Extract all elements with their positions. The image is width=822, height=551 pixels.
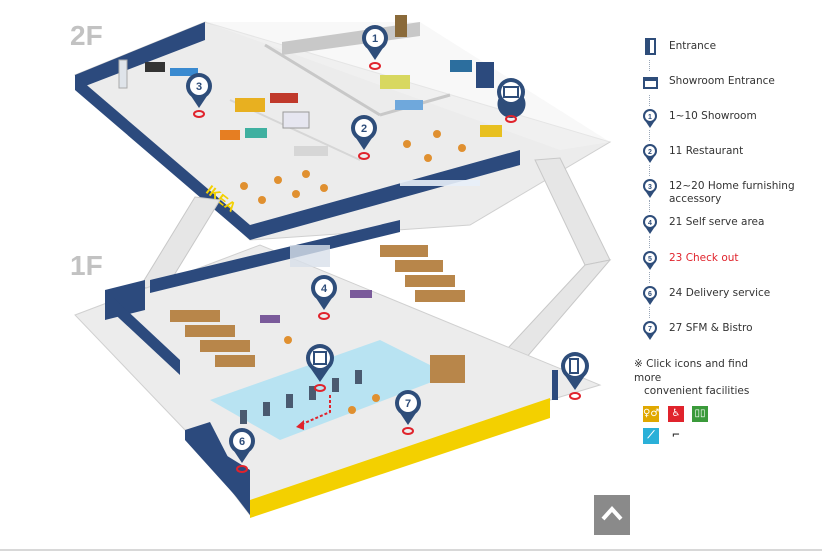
floor-label-2f: 2F xyxy=(70,20,103,51)
legend-item-3[interactable]: 3 12~20 Home furnishing accessory xyxy=(636,176,822,205)
map-checkout-icon[interactable] xyxy=(306,344,334,392)
legend-label: 1~10 Showroom xyxy=(669,110,757,122)
stairs-right-upper xyxy=(534,157,611,266)
floor-label-1f: 1F xyxy=(70,250,103,281)
legend-item-1[interactable]: 1 1~10 Showroom xyxy=(636,106,822,134)
elevator-icon[interactable]: ▯▯ xyxy=(692,406,708,422)
legend-connector xyxy=(649,60,652,71)
legend-label: 11 Restaurant xyxy=(669,145,744,157)
svg-text:5: 5 xyxy=(648,256,652,263)
legend-connector xyxy=(649,130,652,141)
legend-connector xyxy=(649,307,652,318)
restroom-icon[interactable]: ♀♂ xyxy=(643,406,659,422)
map-pin-label: 4 xyxy=(321,283,328,295)
note-line-1: ※ Click icons and find more xyxy=(634,358,749,384)
legend-connector xyxy=(649,272,652,283)
chevron-up-icon xyxy=(601,506,623,521)
stairs-icon[interactable]: ⌐ xyxy=(668,428,684,444)
legend-item-showroom-entrance[interactable]: Showroom Entrance xyxy=(636,71,822,99)
map-pin-label: 1 xyxy=(372,33,378,45)
pin-6-icon: 6 xyxy=(642,285,658,307)
map-pin-label: 2 xyxy=(361,123,367,135)
bottom-divider xyxy=(0,549,822,551)
map-pin-7[interactable]: 7 xyxy=(395,390,421,435)
legend-connector xyxy=(649,236,652,248)
legend-label: 12~20 Home furnishing accessory xyxy=(669,180,795,205)
pin-2-icon: 2 xyxy=(642,143,658,165)
legend-item-7[interactable]: 7 27 SFM & Bistro xyxy=(636,318,822,346)
map-pin-6[interactable]: 6 xyxy=(229,428,255,473)
escalator-icon[interactable]: ⟋ xyxy=(643,428,659,444)
svg-text:4: 4 xyxy=(648,220,652,227)
entrance-icon xyxy=(642,38,658,60)
store-floor-map: IKEA 2F 1F xyxy=(70,15,612,518)
svg-text:3: 3 xyxy=(648,184,652,191)
facilities-note: ※ Click icons and find more convenient f… xyxy=(634,358,764,399)
pin-5-icon: 5 xyxy=(642,250,658,272)
legend-item-4[interactable]: 4 21 Self serve area xyxy=(636,212,822,240)
showroom-entrance-icon xyxy=(642,73,658,95)
svg-text:1: 1 xyxy=(648,114,652,121)
legend-label: Showroom Entrance xyxy=(669,75,775,87)
map-pin-label: 7 xyxy=(405,398,411,410)
map-pin-1[interactable]: 1 xyxy=(362,25,388,70)
floor-1f: 1F xyxy=(70,220,602,518)
legend-label: 21 Self serve area xyxy=(669,216,765,228)
pin-4-icon: 4 xyxy=(642,214,658,236)
map-entrance-icon[interactable] xyxy=(561,352,589,400)
map-showroom-entrance-icon[interactable] xyxy=(497,78,526,123)
legend-label: Entrance xyxy=(669,40,717,52)
legend-label: 23 Check out xyxy=(669,252,739,264)
svg-text:2: 2 xyxy=(648,149,652,156)
legend-item-2[interactable]: 2 11 Restaurant xyxy=(636,141,822,169)
legend-item-entrance[interactable]: Entrance xyxy=(636,36,822,64)
legend-item-6[interactable]: 6 24 Delivery service xyxy=(636,283,822,311)
legend-item-5[interactable]: 5 23 Check out xyxy=(636,248,822,276)
note-line-2: convenient facilities xyxy=(644,385,750,397)
svg-text:6: 6 xyxy=(648,291,652,298)
map-pin-label: 6 xyxy=(239,436,245,448)
map-pin-2[interactable]: 2 xyxy=(351,115,377,160)
svg-text:7: 7 xyxy=(648,326,652,333)
legend-connector xyxy=(649,95,652,106)
map-pin-label: 3 xyxy=(196,81,202,93)
scroll-to-top-button[interactable] xyxy=(594,495,630,535)
pin-1-icon: 1 xyxy=(642,108,658,130)
map-pin-4[interactable]: 4 xyxy=(311,275,337,320)
pin-7-icon: 7 xyxy=(642,320,658,342)
floor-2f: IKEA 2F xyxy=(70,15,612,241)
legend-label: 27 SFM & Bistro xyxy=(669,322,753,334)
legend-connector xyxy=(649,165,652,176)
legend-connector xyxy=(649,200,652,212)
pin-3-icon: 3 xyxy=(642,178,658,200)
legend-label: 24 Delivery service xyxy=(669,287,771,299)
map-pin-3[interactable]: 3 xyxy=(186,73,212,118)
accessible-restroom-icon[interactable]: ♿ xyxy=(668,406,684,422)
